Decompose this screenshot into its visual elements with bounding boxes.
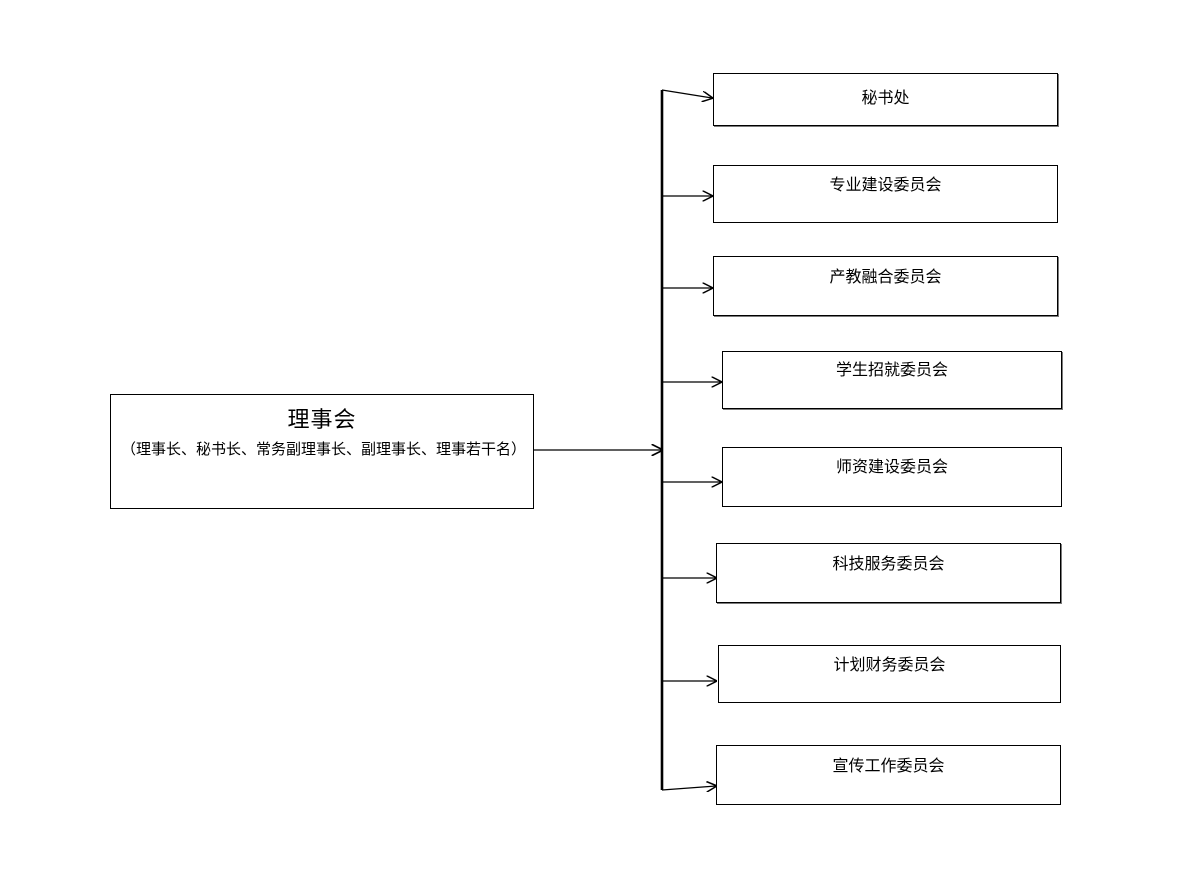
- node-publicity-work-committee[interactable]: 宣传工作委员会: [716, 745, 1061, 805]
- node-faculty-development-committee[interactable]: 师资建设委员会: [722, 447, 1062, 507]
- node-label-student-recruitment-employment-committee: 学生招就委员会: [835, 360, 948, 379]
- node-board-of-directors[interactable]: 理事会 （理事长、秘书长、常务副理事长、副理事长、理事若干名）: [110, 394, 534, 509]
- node-title-board-of-directors: 理事会: [287, 408, 357, 433]
- node-label-science-technology-service-committee: 科技服务委员会: [832, 554, 945, 573]
- node-label-specialty-construction-committee: 专业建设委员会: [829, 175, 942, 194]
- node-subtitle-board-of-directors: （理事长、秘书长、常务副理事长、副理事长、理事若干名）: [121, 440, 527, 458]
- connector-branch-1: [661, 89, 712, 98]
- connector-branch-8: [661, 786, 716, 790]
- node-label-faculty-development-committee: 师资建设委员会: [835, 457, 948, 476]
- node-label-industry-education-integration-committee: 产教融合委员会: [829, 267, 942, 286]
- node-label-planning-finance-committee: 计划财务委员会: [833, 655, 946, 674]
- node-planning-finance-committee[interactable]: 计划财务委员会: [718, 645, 1061, 703]
- node-industry-education-integration-committee[interactable]: 产教融合委员会: [713, 256, 1058, 316]
- node-student-recruitment-employment-committee[interactable]: 学生招就委员会: [722, 351, 1062, 409]
- node-secretariat[interactable]: 秘书处: [713, 73, 1058, 126]
- node-specialty-construction-committee[interactable]: 专业建设委员会: [713, 165, 1058, 223]
- node-label-secretariat: 秘书处: [861, 88, 910, 107]
- node-label-publicity-work-committee: 宣传工作委员会: [832, 756, 945, 775]
- node-science-technology-service-committee[interactable]: 科技服务委员会: [716, 543, 1061, 603]
